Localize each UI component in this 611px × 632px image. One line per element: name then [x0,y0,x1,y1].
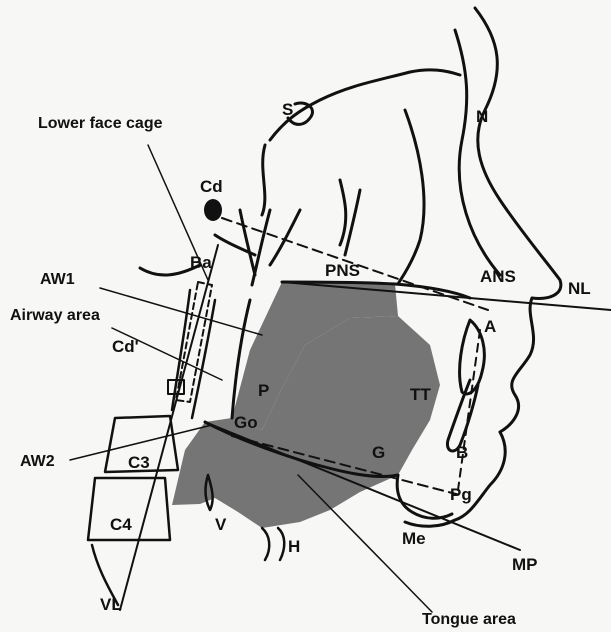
label-me: Me [402,529,426,548]
label-p: P [258,381,269,400]
label-go: Go [234,413,258,432]
label-airway-area: Airway area [10,307,100,324]
label-h: H [288,537,300,556]
label-aw2: AW2 [20,453,55,470]
condyle-point [204,199,222,221]
label-lower-face-cage: Lower face cage [38,115,163,132]
label-c3: C3 [128,453,150,472]
label-v: V [215,515,227,534]
label-mp: MP [512,555,538,574]
label-nl: NL [568,279,591,298]
label-pns: PNS [325,261,360,280]
label-b: B [456,443,468,462]
label-ba: Ba [190,253,212,272]
label-a: A [484,317,496,336]
label-cd: Cd [200,177,223,196]
label-vl: VL [100,595,122,614]
label-c4: C4 [110,515,132,534]
label-ans: ANS [480,267,516,286]
label-pg: Pg [450,485,472,504]
label-s: S [282,100,293,119]
label-cd-prime: Cd' [112,337,139,356]
label-g: G [372,443,385,462]
label-tongue-area: Tongue area [422,611,516,628]
label-tt: TT [410,385,431,404]
label-n: N [476,107,488,126]
label-aw1: AW1 [40,271,75,288]
